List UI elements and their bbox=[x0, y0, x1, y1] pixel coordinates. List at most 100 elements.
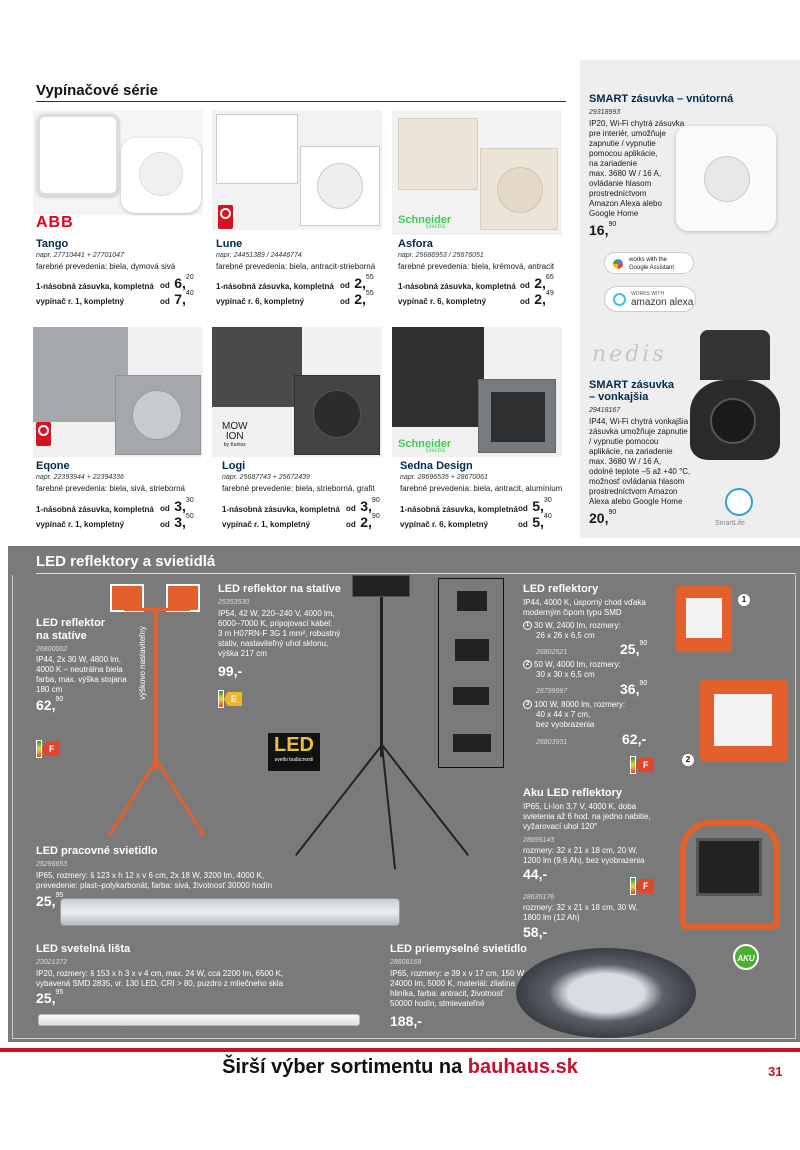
aku-price-1: 44,- bbox=[523, 866, 548, 882]
product-name: Tango bbox=[36, 238, 69, 250]
desc-line: 6000–7000 K, pripojovací kábel: bbox=[218, 619, 333, 628]
desc-line: ovládanie hlasom bbox=[589, 179, 652, 188]
reflectors-title: LED reflektory bbox=[523, 583, 599, 595]
smart-indoor-price: 16,90 bbox=[589, 221, 617, 238]
socket-plate bbox=[115, 375, 201, 455]
price-label: vypínač r. 6, kompletný bbox=[400, 520, 489, 529]
desc-line: 1800 lm (12 Ah) bbox=[523, 913, 580, 922]
smart-plug-indoor-image bbox=[676, 126, 776, 231]
desc-line: 4000 K – neutrálna biela bbox=[36, 665, 123, 674]
stand-double-desc: IP44, 2x 30 W, 4800 lm,4000 K – neutráln… bbox=[36, 655, 127, 695]
aku-reflector-image bbox=[668, 818, 790, 938]
rotation-views-box bbox=[438, 578, 504, 768]
product-colors: farebné prevedenia: biela, sivá, striebo… bbox=[36, 484, 185, 493]
strip-price: 25,95 bbox=[36, 989, 64, 1006]
google-dots-icon bbox=[613, 259, 623, 269]
price-label: 1-násobná zásuvka, kompletná bbox=[400, 505, 518, 514]
socket-insert bbox=[139, 152, 183, 196]
desc-line: IP65, Li-Ion 3,7 V, 4000 K, doba bbox=[523, 802, 637, 811]
desc-line: IP44, 2x 30 W, 4800 lm, bbox=[36, 655, 121, 664]
switch-plate bbox=[392, 327, 484, 427]
socket-insert bbox=[132, 390, 182, 440]
energy-label-f: F bbox=[36, 740, 60, 758]
price-tango-socket: od 6,20 bbox=[160, 274, 194, 291]
desc-line: IP65, rozmery: š 123 x h 12 x v 6 cm, 2x… bbox=[36, 871, 265, 880]
socket-plate bbox=[294, 375, 380, 455]
socket-plate bbox=[480, 148, 558, 230]
schneider-logo: Schneider Electric bbox=[398, 438, 452, 454]
elektro-logo bbox=[36, 422, 51, 446]
alexa-ring-icon bbox=[613, 293, 626, 306]
product-code: napr. 22393944 + 22394336 bbox=[36, 474, 124, 481]
product-name: Asfora bbox=[398, 238, 433, 250]
product-tango: Tango napr. 27710441 + 27701047 farebné … bbox=[36, 238, 196, 272]
product-code: napr. 25686953 / 25676051 bbox=[398, 252, 484, 259]
smart-indoor-code: 29318993 bbox=[589, 109, 621, 116]
page-number: 31 bbox=[768, 1064, 783, 1079]
desc-line: pre interiér, umožňuje bbox=[589, 129, 666, 138]
desc-line: zapnutie / vypnutie bbox=[589, 139, 656, 148]
price-asfora-socket: od 2,65 bbox=[520, 274, 554, 291]
stand-double-code: 26800002 bbox=[36, 646, 68, 653]
product-code: napr. 28696535 + 28670061 bbox=[400, 474, 488, 481]
sedna-photo bbox=[392, 327, 562, 457]
energy-label-f: F bbox=[630, 877, 654, 895]
product-lune: Lune napr. 24451389 / 24446774 farebné p… bbox=[216, 238, 376, 272]
product-code: napr. 27710441 + 27701047 bbox=[36, 252, 124, 259]
desc-line: rozmery: 32 x 21 x 18 cm, 30 W, bbox=[523, 903, 638, 912]
eqone-photo bbox=[33, 327, 203, 457]
strip-title: LED svetelná lišta bbox=[36, 943, 131, 955]
stand-single-price: 99,- bbox=[218, 663, 243, 679]
smart-plug-outdoor-image bbox=[690, 330, 780, 460]
lune-photo bbox=[212, 110, 382, 230]
product-colors: farebné prevedenia: biela, antracit-stri… bbox=[216, 262, 376, 271]
energy-label-e: E bbox=[218, 690, 243, 708]
industrial-title: LED priemyselné svietidlo bbox=[390, 943, 527, 955]
price-lune-socket: od 2,55 bbox=[340, 274, 374, 291]
desc-line: stativ, nastaviteľný uhol sklonu, bbox=[218, 639, 329, 648]
switch-rocker bbox=[491, 392, 545, 442]
desc-line: IP44, 4000 K, úsporný chod vďaka bbox=[523, 598, 646, 607]
led-panel bbox=[8, 546, 800, 1042]
work-light-price: 25,95 bbox=[36, 892, 64, 909]
product-asfora: Asfora napr. 25686953 / 25676051 farebné… bbox=[398, 238, 558, 272]
desc-line: aplikácie, na zariadenie bbox=[589, 447, 673, 456]
price-label: vypínač r. 1, kompletný bbox=[36, 520, 125, 529]
footer-text: Širší výber sortimentu na bauhaus.sk bbox=[222, 1056, 578, 1078]
desc-line: IP65, rozmery: ⌀ 39 x v 17 cm, 150 W, bbox=[390, 969, 526, 978]
product-colors: farebné prevedenia: biela, krémová, antr… bbox=[398, 262, 555, 271]
socket-insert bbox=[317, 163, 363, 209]
desc-line: / vypnutie pomocou bbox=[589, 437, 659, 446]
asfora-photo bbox=[392, 110, 562, 235]
socket-insert bbox=[497, 167, 543, 213]
desc-line: Amazon Alexa alebo bbox=[589, 199, 662, 208]
desc-line: rozmery: 32 x 21 x 18 cm, 20 W, bbox=[523, 846, 638, 855]
price-label: 1-násobná zásuvka, kompletná bbox=[222, 505, 340, 514]
price-eqone-switch: od 3,50 bbox=[160, 513, 194, 530]
stand-double-price: 62,90 bbox=[36, 696, 64, 713]
price-logi-socket: od 3,90 bbox=[346, 497, 380, 514]
price-asfora-switch: od 2,49 bbox=[520, 290, 554, 307]
product-code: napr. 24451389 / 24446774 bbox=[216, 252, 302, 259]
industrial-price: 188,- bbox=[390, 1013, 422, 1029]
price-logi-switch: od 2,90 bbox=[346, 513, 380, 530]
abb-logo: ABB bbox=[36, 214, 74, 231]
strip-code: 23021372 bbox=[36, 959, 68, 966]
price-label: vypínač r. 6, kompletný bbox=[216, 297, 305, 306]
desc-line: Alexa alebo Google Home bbox=[589, 497, 683, 506]
socket-insert bbox=[313, 390, 361, 438]
desc-line: farba, max. výška stojana bbox=[36, 675, 127, 684]
bauhaus-link[interactable]: bauhaus.sk bbox=[467, 1056, 578, 1078]
aku-title: Aku LED reflektory bbox=[523, 787, 623, 799]
footer-line bbox=[0, 1048, 800, 1052]
desc-line: max. 3680 W / 16 A, bbox=[589, 457, 662, 466]
desc-line: 50000 hodín, stmievateľné bbox=[390, 999, 485, 1008]
work-light-image bbox=[60, 898, 400, 926]
desc-line: svietenia až 6 hod. na jedno nabitie, bbox=[523, 812, 651, 821]
product-sedna: Sedna Design napr. 28696535 + 28670061 f… bbox=[400, 460, 562, 494]
work-light-code: 25296653 bbox=[36, 861, 68, 868]
product-name: Logi bbox=[222, 460, 246, 472]
